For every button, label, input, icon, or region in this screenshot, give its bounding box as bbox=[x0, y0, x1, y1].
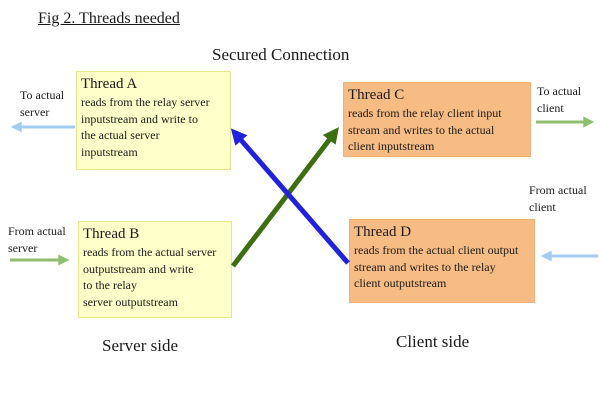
thread-b-title: Thread B bbox=[83, 226, 140, 242]
client-side-label: Client side bbox=[396, 332, 470, 351]
thread-c-desc: reads from the relay client input stream… bbox=[348, 106, 502, 153]
secured-connection-label: Secured Connection bbox=[212, 45, 350, 64]
thread-b-box: Thread B reads from the actual server ou… bbox=[78, 221, 232, 318]
thread-d-title: Thread D bbox=[354, 224, 412, 240]
figure-title: Fig 2. Threads needed bbox=[38, 10, 180, 27]
from-actual-client-label: From actual client bbox=[529, 183, 587, 214]
thread-d-box: Thread D reads from the actual client ou… bbox=[349, 219, 535, 303]
to-actual-server-label: To actual server bbox=[20, 88, 65, 119]
thread-a-desc: reads from the relay server inputstream … bbox=[81, 95, 210, 159]
thread-c-title: Thread C bbox=[348, 87, 405, 103]
to-actual-client-label: To actual client bbox=[537, 84, 582, 115]
from-actual-server-label: From actual server bbox=[8, 224, 66, 255]
thread-b-desc: reads from the actual server outputstrea… bbox=[83, 245, 217, 309]
thread-b-to-thread-c-arrow-icon bbox=[231, 127, 339, 268]
thread-a-title: Thread A bbox=[81, 76, 138, 92]
thread-d-to-thread-a-arrow-icon bbox=[230, 128, 350, 265]
thread-d-desc: reads from the actual client output stre… bbox=[354, 243, 519, 290]
thread-c-box: Thread C reads from the relay client inp… bbox=[343, 82, 531, 157]
server-side-label: Server side bbox=[102, 336, 179, 355]
thread-a-box: Thread A reads from the relay server inp… bbox=[76, 71, 231, 170]
